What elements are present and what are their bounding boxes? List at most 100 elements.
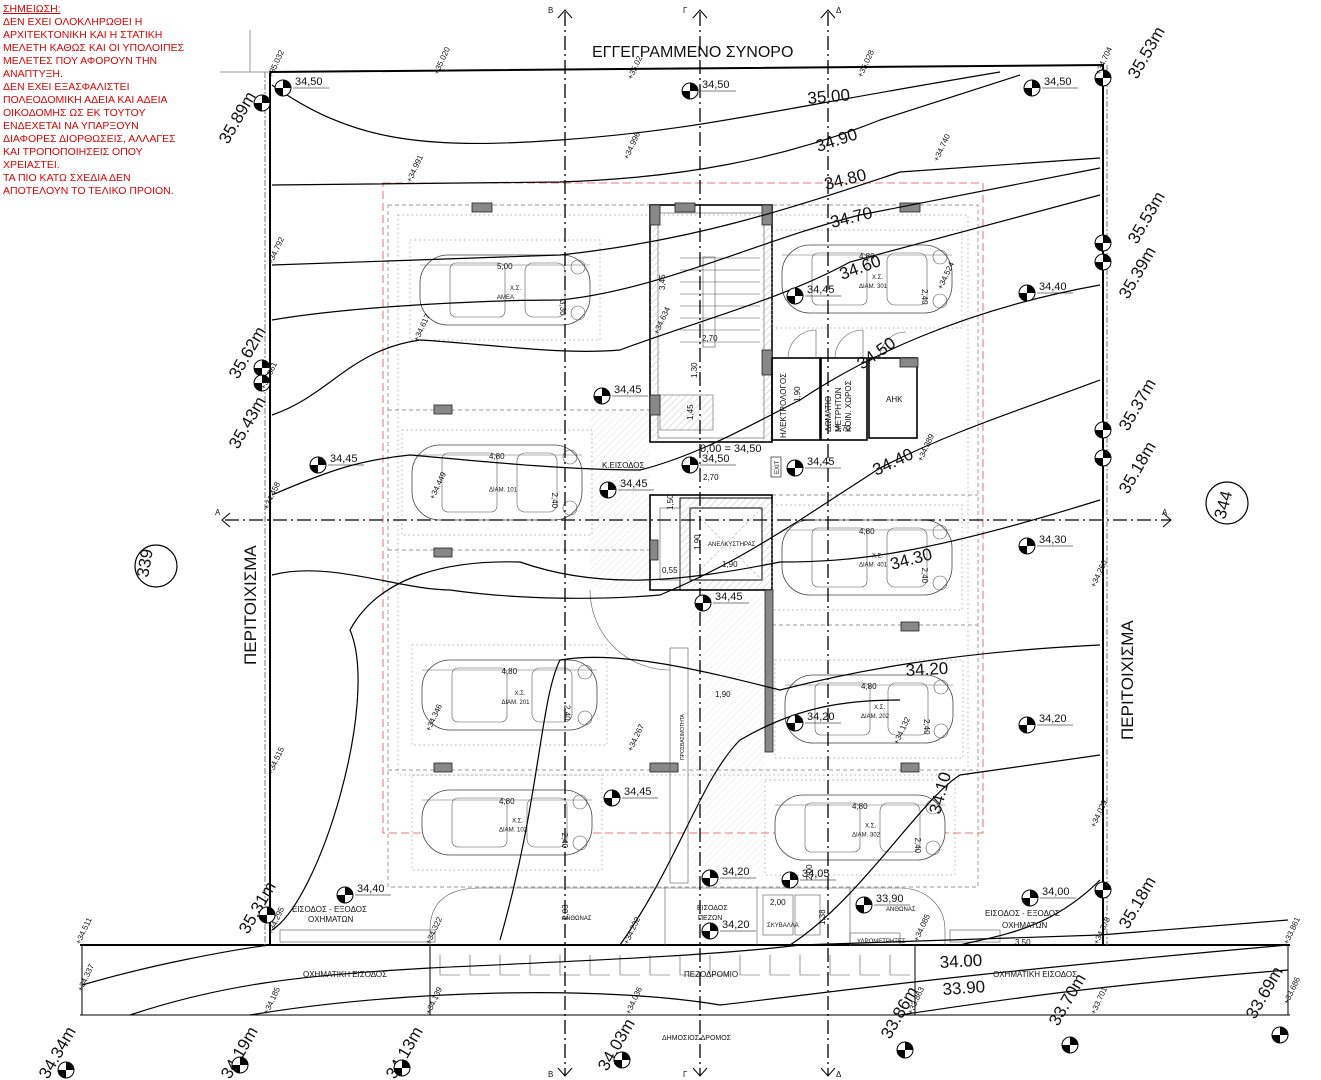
level-marker-icon [681,82,699,100]
note-line: ΟΙΚΟΔΟΜΗΣ ΩΣ ΕΚ ΤΟΥΤΟΥ [3,107,146,119]
level-marker-icon [309,456,327,474]
spot-level: 34,50 [681,79,736,100]
front-area [279,647,1001,946]
ramp-handrail [669,647,689,884]
ramp-label: ΠΡΟΣΒΑΣΙΜΟΤΗΤΑ [680,714,686,760]
note-line: ΔΕΝ ΕΧΕΙ ΕΞΑΣΦΑΛΙΣΤΕΙ [3,81,130,93]
survey-point: +34.036 [624,985,645,1016]
parking-length: 5,00 [497,262,513,271]
spot-level: 34,20 [701,866,756,887]
survey-point: +35.028 [856,48,877,79]
sidewalk-label: ΠΕΖΟΔΡΟΜΙΟ [684,970,738,979]
exit-label: EXIT [775,460,781,474]
columns [433,202,921,773]
spot-level-value: 34,50 [702,453,730,465]
level-marker-icon [681,456,699,474]
grid-label-a: Α [215,508,221,517]
spot-level-value: 34,20 [722,919,750,931]
spot-level: 34,20 [1018,713,1073,734]
meter-room-label: ΔΩΜΑΤΙΟ [824,396,833,432]
boundary-level-value: 35.18m [1115,873,1160,932]
note-line: ΑΡΧΙΤΕΚΤΟΝΙΚΗ ΚΑΙ Η ΣΤΑΤΙΚΗ [3,29,163,41]
vehicle-entry-label: ΟΧΗΜΑΤΩΝ [308,915,353,924]
parking-id: ΑΜΕΑ [497,295,514,301]
survey-point: +34.260 [1089,558,1110,589]
neighbour-plot-label: 344 [1211,489,1237,521]
spot-level-value: 34,45 [330,453,358,465]
level-marker-icon [694,594,712,612]
survey-point: +34.991 [405,153,426,184]
level-marker-icon [701,922,719,940]
note-line: ΤΑ ΠΙΟ ΚΑΤΩ ΣΧΕΔΙΑ ΔΕΝ [3,172,131,184]
contour-label: 33.90 [942,977,986,999]
dimension-label: 1,50 [666,494,675,510]
dimensions: 3,452,701,301,903,701,502,701,900,551,90… [561,274,1031,947]
main-entrance-label: Κ.ΕΙΣΟΔΟΣ [602,461,645,470]
spot-level: 34,45 [603,786,658,807]
dimension-label: 3,70 [835,424,851,433]
spot-level-value: 34,45 [614,384,642,396]
level-marker-icon [1018,537,1036,555]
parking-id: ΔΙΑΜ. 301 [859,284,888,290]
boundary-level: 35.62m [225,323,271,382]
planter-label: ΑΝΘΩΝΑΣ [562,916,592,922]
grid-label-d-bottom: Δ [836,1070,842,1079]
vehicle-entry-label: ΟΧΗΜΑΤΩΝ [1002,921,1047,930]
level-marker-icon [613,1051,631,1069]
vehicle-entrance-label: ΟΧΗΜΑΤΙΚΗ ΕΙΣΟΔΟΣ [303,970,387,979]
note-line: ΕΝΔΕΧΕΤΑΙ ΝΑ ΥΠΑΡΞΟΥΝ [3,120,139,132]
dimension-label: 3,50 [1015,938,1031,947]
building-footprint [382,182,984,834]
exit-sign [770,456,782,478]
parking-type: Χ.Σ. [872,554,883,560]
spot-level: 34,00 [1021,886,1076,907]
survey-point: +34.139 [424,985,445,1016]
grid-label-g-bottom: Γ [683,1070,688,1079]
spot-level-value: 34,45 [807,284,835,296]
parking-width: 2,40 [550,493,559,509]
survey-point: +34.515 [266,745,287,776]
contour-label: 34.10 [926,770,955,816]
note-line: ΑΝΑΠΤΥΞΗ. [3,68,63,80]
survey-point: +34.337 [76,962,97,993]
boundary-level-value: 33.70m [1045,970,1090,1029]
parking-type: Χ.Σ. [872,275,883,281]
survey-point: +35.032 [266,48,287,79]
dimension-label: 2,00 [805,864,814,880]
dimension-label: 1,90 [793,386,802,402]
boundary-level: 34.13m [382,1023,427,1080]
survey-point: +34.232 [622,915,643,946]
spot-level: 34,45 [599,478,654,499]
parking-length: 4,80 [499,797,515,806]
level-marker-icon [1018,716,1036,734]
note-line: ΜΕΛΕΤΗ ΚΑΘΩΣ ΚΑΙ ΟΙ ΥΠΟΛΟΙΠΕΣ [3,42,185,54]
grid-label-a-right: Α [1162,508,1168,517]
spot-level: 34,50 [681,453,736,474]
level-marker-icon [1094,449,1112,467]
parking-type: Χ.Σ. [512,819,523,825]
spot-level: 34,50 [1023,76,1078,97]
parking-length: 4,80 [852,802,868,811]
spot-level-value: 34,45 [624,786,652,798]
spot-level: 34,45 [309,453,364,474]
note-title: ΣΗΜΕΙΩΣΗ: [3,3,61,15]
note-line: ΧΡΕΙΑΣΤΕΙ. [3,159,60,171]
lift-core [649,494,774,773]
boundary-level-value: 35.89m [215,88,260,147]
level-marker-icon [599,481,617,499]
boundary-title: ΕΓΓΕΓΡΑΜΜΕΝΟ ΣΥΝΟΡΟ [592,44,793,61]
level-marker-icon [786,287,804,305]
public-road-label: ΔΗΜΟΣΙΟΣ ΔΡΟΜΟΣ [662,1035,732,1042]
parking-type: Χ.Σ. [510,286,521,292]
level-marker-icon [1271,1026,1289,1044]
contour-label: 34.00 [939,951,982,972]
dimension-label: 1,30 [690,362,699,378]
dimension-label: 2,70 [703,473,719,482]
level-marker-icon [274,79,292,97]
boundary-level-value: 35.43m [225,393,270,452]
grid-label-b: Β [548,6,553,15]
vehicle-entry-label: ΕΙΣΟΔΟΣ - ΕΞΟΔΟΣ [292,905,367,914]
parking-id: ΔΙΑΜ. 302 [852,833,881,839]
